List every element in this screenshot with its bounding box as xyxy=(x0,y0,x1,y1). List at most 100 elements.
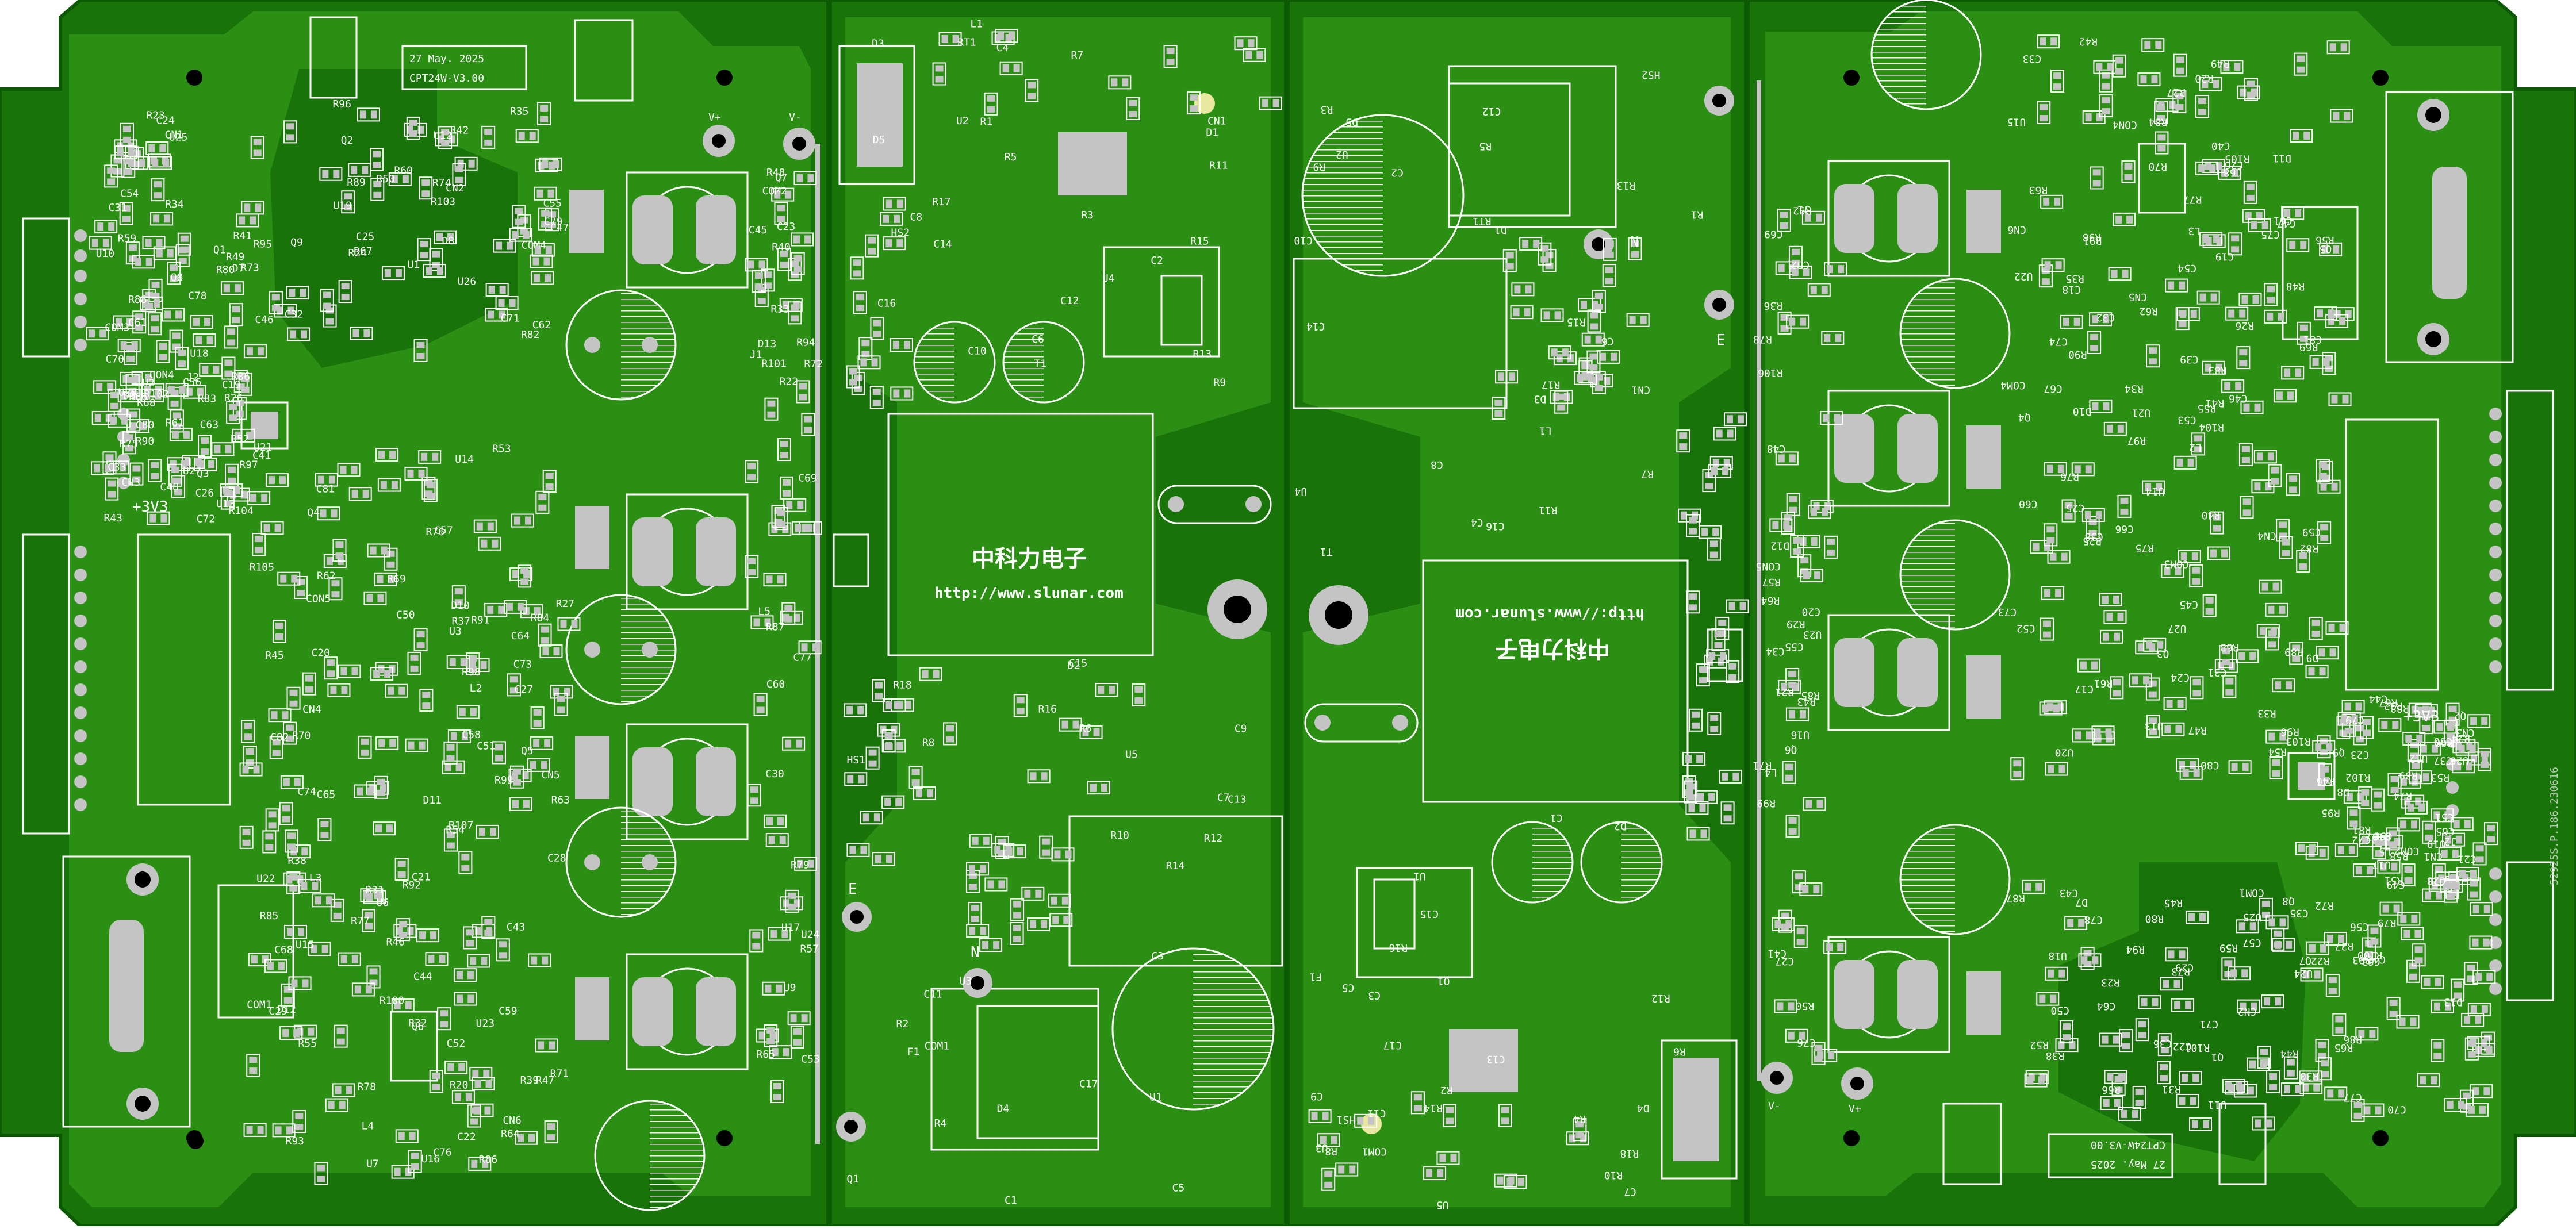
smd-pad xyxy=(534,245,541,254)
ref-designator: R78 xyxy=(358,1081,377,1093)
smd-pad xyxy=(253,139,262,145)
smd-outline xyxy=(2324,931,2347,946)
smd-pad xyxy=(1811,537,1818,546)
smd-pad xyxy=(2448,705,2457,712)
smd-pad xyxy=(2331,395,2338,404)
smd-outline xyxy=(1801,210,1825,225)
smd-pad xyxy=(2013,771,2022,778)
ref-designator: C55 xyxy=(543,198,562,210)
smd-outline xyxy=(2328,392,2352,406)
smd-pad xyxy=(2271,467,2279,474)
smd-outline xyxy=(1335,1162,1359,1177)
smd-pad xyxy=(480,661,487,670)
smd-pad xyxy=(2241,295,2248,304)
smd-pad xyxy=(518,132,525,140)
smd-pad xyxy=(2249,652,2256,660)
smd-pad xyxy=(548,211,557,218)
smd-pad xyxy=(2192,1074,2199,1082)
smd-pad xyxy=(289,289,296,297)
smd-pad xyxy=(547,1134,555,1141)
smd-pad xyxy=(470,708,477,716)
smd-pad xyxy=(2409,973,2417,980)
smd-pad xyxy=(2303,970,2310,979)
ref-designator: R45 xyxy=(265,650,284,662)
smd-outline xyxy=(317,818,332,842)
right-rail-vminus: V- xyxy=(1768,1100,1781,1112)
smd-pad xyxy=(494,755,503,762)
smd-pad xyxy=(849,368,857,375)
ref-designator: CN3 xyxy=(2456,727,2475,739)
smd-outline xyxy=(175,347,189,370)
smd-pad xyxy=(782,490,791,497)
ref-designator: COM3 xyxy=(2164,558,2188,570)
ref-designator: R43 xyxy=(103,512,122,524)
smd-pad xyxy=(533,739,540,747)
smd-pad xyxy=(439,955,446,963)
smd-pad xyxy=(2091,661,2098,670)
smd-pad xyxy=(1522,240,1529,248)
smd-pad xyxy=(446,842,455,849)
smd-pad xyxy=(2053,72,2062,79)
smd-pad xyxy=(167,249,174,258)
smd-pad xyxy=(885,701,892,710)
smd-pad xyxy=(2225,1082,2232,1090)
smd-outline xyxy=(1495,370,1519,384)
smd-pad xyxy=(288,832,296,839)
smd-pad xyxy=(2328,988,2337,994)
smd-pad xyxy=(2472,1087,2479,1096)
smd-outline xyxy=(199,363,223,377)
smd-pad xyxy=(1788,1002,1795,1011)
ref-designator: R26 xyxy=(2235,320,2254,332)
smd-pad xyxy=(1065,850,1072,859)
smd-pad xyxy=(2390,775,2399,782)
smd-outline xyxy=(2317,521,2332,544)
smd-pad xyxy=(1524,308,1531,317)
smd-pad xyxy=(2472,938,2479,947)
ref-designator: U5 xyxy=(1125,749,1138,761)
smd-pad xyxy=(2043,197,2050,206)
smd-pad xyxy=(2086,731,2092,740)
ref-designator: C9 xyxy=(1310,1090,1323,1102)
ref-designator: Q8 xyxy=(171,272,183,284)
smd-pad xyxy=(2149,347,2157,354)
smd-pad xyxy=(420,241,428,248)
smd-outline xyxy=(150,212,174,226)
smd-outline xyxy=(1726,660,1740,683)
smd-pad xyxy=(331,591,340,598)
ref-designator: C42 xyxy=(2367,953,2386,965)
smd-outline xyxy=(2325,314,2349,328)
smd-pad xyxy=(432,262,440,268)
smd-pad xyxy=(229,404,237,410)
ref-designator: R73 xyxy=(2171,965,2190,977)
smd-pad xyxy=(474,927,481,935)
smd-pad xyxy=(2319,667,2326,676)
smd-pad xyxy=(2274,941,2282,948)
smd-pad xyxy=(2083,950,2092,957)
smd-outline xyxy=(2191,432,2206,456)
ref-designator: C32 xyxy=(2096,312,2115,324)
smd-outline xyxy=(2256,624,2280,638)
ref-designator: U23 xyxy=(476,1017,495,1030)
smd-pad xyxy=(2284,209,2291,217)
smd-pad xyxy=(1557,393,1566,400)
smd-pad xyxy=(2114,1086,2123,1093)
smd-pad xyxy=(2115,215,2122,224)
smd-pad xyxy=(470,1107,478,1114)
smd-pad xyxy=(2205,162,2211,170)
smd-outline xyxy=(537,102,551,125)
smd-outline xyxy=(447,729,471,743)
ref-designator: R33 xyxy=(2257,707,2276,719)
smd-outline xyxy=(2467,1003,2491,1017)
smd-pad xyxy=(769,1031,776,1040)
smd-pad xyxy=(804,427,812,433)
ref-designator: R48 xyxy=(2286,281,2305,293)
smd-outline xyxy=(1774,999,1797,1013)
smd-pad xyxy=(2164,567,2171,575)
smd-pad xyxy=(1061,896,1068,905)
smd-pad xyxy=(459,708,466,716)
smd-outline xyxy=(2060,1020,2074,1044)
smd-pad xyxy=(2096,63,2103,71)
ref-designator: R97 xyxy=(2128,435,2146,447)
smd-pad xyxy=(1788,817,1797,824)
smd-pad xyxy=(2346,793,2353,801)
